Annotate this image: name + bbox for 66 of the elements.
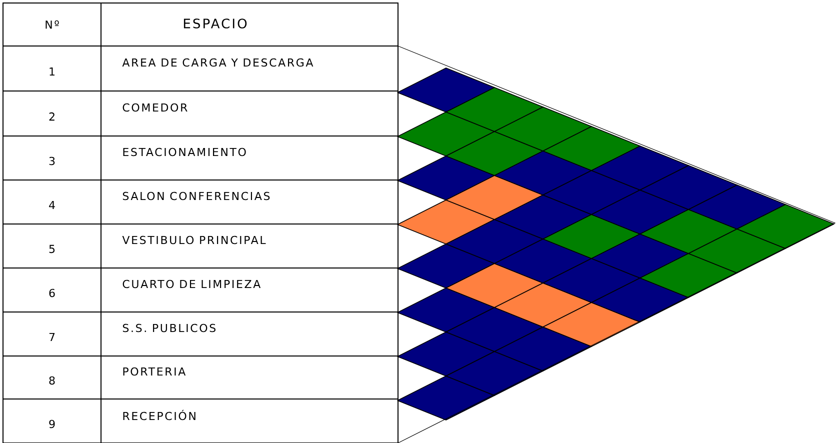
row-number: 7 xyxy=(49,332,55,341)
matrix-cell xyxy=(736,204,834,249)
row-number: 6 xyxy=(49,288,55,298)
matrix-cell xyxy=(446,263,544,308)
matrix-cell xyxy=(397,332,495,376)
matrix-cell xyxy=(446,87,544,132)
matrix-cell xyxy=(397,200,495,244)
row-number: 1 xyxy=(50,68,54,76)
matrix-cell xyxy=(494,194,592,240)
row-number: 4 xyxy=(49,201,55,209)
space-name: CUARTO DE LIMPIEZA xyxy=(122,280,261,288)
matrix-cell xyxy=(494,326,592,372)
matrix-cell xyxy=(397,68,495,112)
table-row xyxy=(2,312,398,356)
matrix-cell xyxy=(640,253,738,298)
table-row xyxy=(2,356,398,400)
matrix-cell xyxy=(542,258,640,303)
row-number: 8 xyxy=(49,376,55,385)
matrix-cell xyxy=(494,150,592,196)
matrix-cell xyxy=(494,106,592,152)
space-name: AREA DE CARGA Y DESCARGA xyxy=(122,58,314,67)
matrix-cell xyxy=(591,190,689,234)
matrix-cell xyxy=(397,376,495,420)
space-name: PORTERIA xyxy=(123,367,186,376)
header-row xyxy=(2,2,398,46)
table-row xyxy=(2,268,398,312)
space-name: COMEDOR xyxy=(122,103,188,112)
space-name: S.S. PUBLICOS xyxy=(122,324,216,332)
matrix-cell xyxy=(542,170,640,215)
table-row xyxy=(2,136,398,180)
row-number: 3 xyxy=(49,156,55,166)
matrix-cell xyxy=(494,282,592,328)
matrix-cell xyxy=(591,146,689,190)
matrix-cell xyxy=(542,214,640,259)
matrix-cell xyxy=(397,156,495,200)
space-name: SALON CONFERENCIAS xyxy=(122,192,270,200)
matrix-cell xyxy=(640,209,738,254)
matrix-cell xyxy=(446,307,544,352)
matrix-cell xyxy=(397,288,495,332)
matrix-cell xyxy=(446,131,544,176)
matrix-cell xyxy=(542,302,640,347)
matrix-cell xyxy=(591,278,689,322)
table-row xyxy=(2,46,398,92)
matrix-cell xyxy=(591,234,689,278)
matrix-cell xyxy=(640,165,738,210)
matrix-cell xyxy=(446,175,544,220)
row-number: 5 xyxy=(49,244,55,254)
space-name: VESTIBULO PRINCIPAL xyxy=(122,236,266,244)
matrix-cell xyxy=(397,112,495,156)
matrix-cell xyxy=(446,351,544,396)
matrix-cell xyxy=(542,126,640,171)
table-row xyxy=(2,224,398,268)
matrix-cell xyxy=(446,219,544,264)
space-name: ESTACIONAMIENTO xyxy=(123,148,246,156)
table-row xyxy=(2,398,398,443)
matrix-cell xyxy=(688,228,786,274)
matrix-cell xyxy=(688,184,786,230)
row-number: 9 xyxy=(49,420,55,428)
matrix-cell xyxy=(397,244,495,288)
column-header: ESPACIO xyxy=(184,18,247,28)
row-number: 2 xyxy=(49,112,54,121)
table-row xyxy=(2,90,398,136)
table-row xyxy=(2,180,398,224)
column-header: Nº xyxy=(46,20,59,29)
space-name: RECEPCIÓN xyxy=(123,410,196,420)
matrix-cell xyxy=(494,238,592,284)
